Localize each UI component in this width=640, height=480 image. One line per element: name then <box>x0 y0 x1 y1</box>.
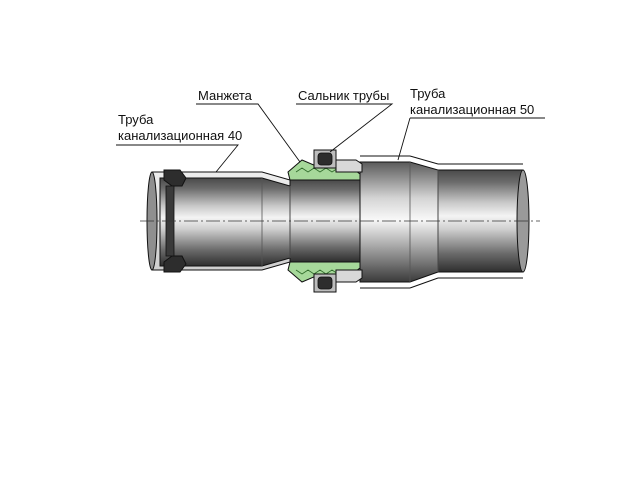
leader-pipe-40 <box>116 144 239 173</box>
label-cuff: Манжета <box>198 88 253 103</box>
gland-top <box>313 149 363 173</box>
leader-cuff <box>196 103 301 163</box>
pipe-40-socket-body <box>159 177 291 267</box>
label-pipe-40-line1: Труба <box>118 112 154 127</box>
leader-lines <box>116 103 545 173</box>
leader-pipe-50 <box>397 117 545 161</box>
gland-bottom <box>313 269 363 293</box>
pipe-50 <box>359 155 530 289</box>
label-pipe-50-line2: канализационная 50 <box>410 102 534 117</box>
leader-gland <box>296 103 394 153</box>
pipe-50-socket <box>359 161 439 283</box>
label-pipe-40-line2: канализационная 40 <box>118 128 242 143</box>
label-pipe-50-line1: Труба <box>410 86 446 101</box>
label-gland: Сальник трубы <box>298 88 389 103</box>
